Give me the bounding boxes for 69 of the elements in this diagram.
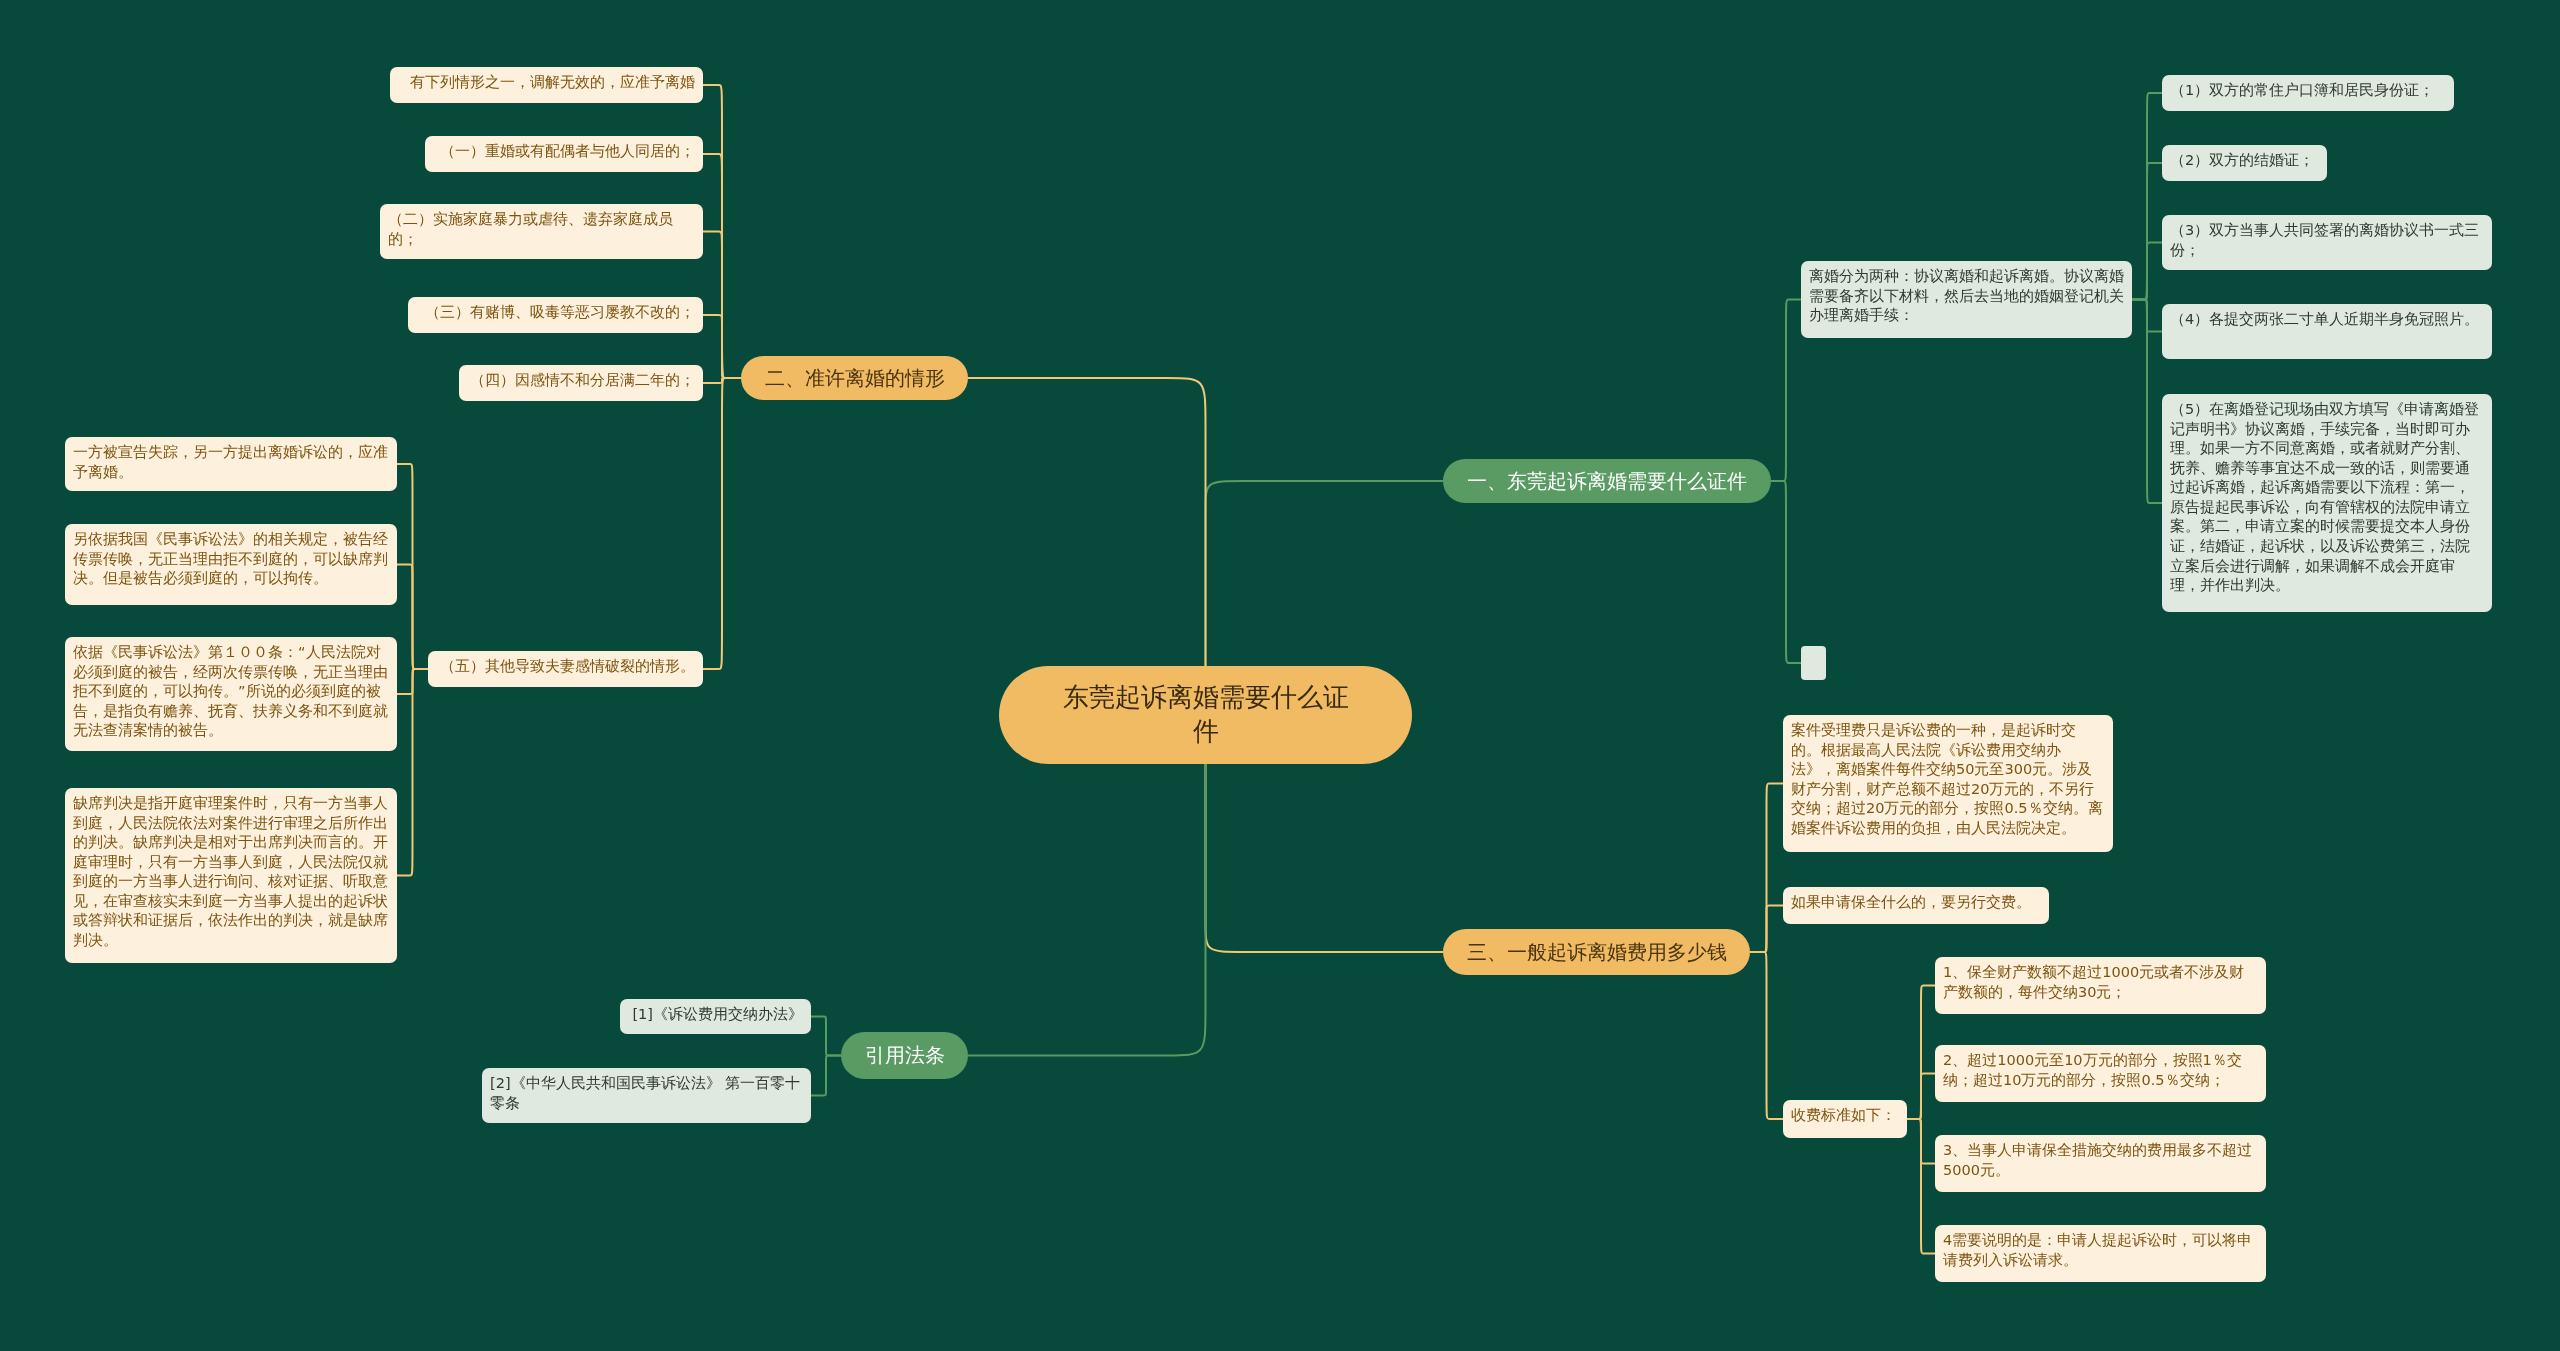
- topic-card: [459, 365, 703, 401]
- topic-text: （三）有赌博、吸毒等恶习屡教不改的；: [425, 304, 695, 320]
- topic-text: （四）因感情不和分居满二年的；: [470, 372, 695, 388]
- topic-text: 案件受理费只是诉讼费的一种，是起诉时交的。根据最高人民法院《诉讼费用交纳办法》，离婚案件每件交纳50元至300元。涉及财产分割，财产总额不超过20万元的，不另行交纳；超过20万元的部分，按照0.5％交纳。离婚案件诉讼费用的负担，由人民法院决定。: [1791, 722, 2103, 836]
- branch-topic: [1443, 929, 1750, 975]
- topic-card: [620, 999, 811, 1034]
- topic-card: [482, 1068, 811, 1123]
- topic-text: （5）在离婚登记现场由双方填写《申请离婚登记声明书》协议离婚，手续完备，当时即可办理。如果一方不同意离婚，或者就财产分割、抚养、赡养等事宜达不成一致的话，则需要通过起诉离婚，起诉离婚需要以下流程：第一，原告提起民事诉讼，向有管辖权的法院申请立案。第二，申请立案的时候需要提交本人身份证，结婚证，起诉状，以及诉讼费第三，法院立案后会进行调解，如果调解不成会开庭审理，并作出判决。: [2170, 401, 2480, 594]
- topic-card: [2162, 394, 2492, 612]
- topic-text: 另依据我国《民事诉讼法》的相关规定，被告经传票传唤，无正当理由拒不到庭的，可以缺席判决。但是被告必须到庭的，可以拘传。: [73, 531, 388, 587]
- empty-topic-card: [1801, 646, 1826, 680]
- topic-card: [2162, 145, 2327, 181]
- topic-text: （五）其他导致夫妻感情破裂的情形。: [440, 658, 695, 674]
- topic-text: 3、当事人申请保全措施交纳的费用最多不超过5000元。: [1943, 1142, 2253, 1178]
- topic-card: [1783, 1100, 1907, 1138]
- branch-topic: [741, 356, 968, 400]
- connector-line: [1906, 1118, 1936, 1255]
- connector-line: [810, 1054, 842, 1097]
- topic-text: （二）实施家庭暴力或虐待、遗弃家庭成员的；: [388, 211, 673, 247]
- topic-card: [65, 637, 397, 751]
- topic-text: 三、一般起诉离婚费用多少钱: [1466, 938, 1727, 966]
- topic-text: 1、保全财产数额不超过1000元或者不涉及财产数额的，每件交纳30元；: [1943, 964, 2245, 1000]
- topic-card: [65, 524, 397, 605]
- topic-card: [65, 437, 397, 491]
- topic-text: （2）双方的结婚证；: [2170, 152, 2315, 168]
- topic-text: 一方被宣告失踪，另一方提出离婚诉讼的，应准予离婚。: [73, 444, 388, 480]
- connector-line: [967, 377, 1207, 667]
- topic-card: [1783, 887, 2049, 924]
- topic-text: 如果申请保全什么的，要另行交费。: [1791, 894, 2031, 910]
- topic-text: 一、东莞起诉离婚需要什么证件: [1467, 467, 1747, 495]
- topic-card: [65, 788, 397, 963]
- topic-card: [2162, 75, 2454, 111]
- connector-line: [967, 763, 1207, 1057]
- topic-text: 依据《民事诉讼法》第１００条：“人民法院对必须到庭的被告，经两次传票传唤，无正当理由拒不到庭的，可以拘传。”所说的必须到庭的被告，是指负有赡养、抚育、扶养义务和不到庭就无法查清案情的被告。: [73, 644, 388, 739]
- topic-card: [1935, 1225, 2266, 1282]
- topic-text: 引用法条: [864, 1042, 945, 1069]
- topic-text: 二、准许离婚的情形: [764, 364, 945, 392]
- topic-card: [1801, 261, 2132, 338]
- topic-text: 4需要说明的是：申请人提起诉讼时，可以将申请费列入诉讼请求。: [1943, 1232, 2253, 1268]
- connector-line: [1770, 480, 1802, 664]
- branch-topic: [1443, 459, 1771, 503]
- topic-text: （4）各提交两张二寸单人近期半身免冠照片。: [2170, 311, 2480, 327]
- topic-text: [2]《中华人民共和国民事诉讼法》 第一百零十零条: [490, 1075, 801, 1111]
- connector-line: [396, 668, 429, 877]
- topic-text: 离婚分为两种：协议离婚和起诉离婚。协议离婚需要备齐以下材料，然后去当地的婚姻登记机关办理离婚手续：: [1809, 268, 2124, 324]
- connector-line: [702, 377, 742, 670]
- connector-line: [2131, 298, 2163, 504]
- topic-text: 有下列情形之一，调解无效的，应准予离婚: [410, 74, 695, 90]
- topic-card: [2162, 215, 2492, 270]
- connector-line: [1749, 951, 1784, 1120]
- topic-card: [1783, 715, 2113, 852]
- topic-text: 2、超过1000元至10万元的部分，按照1％交纳；超过10万元的部分，按照0.5％交纳；: [1943, 1052, 2242, 1088]
- topic-text: （一）重婚或有配偶者与他人同居的；: [440, 143, 695, 159]
- topic-text: （3）双方当事人共同签署的离婚协议书一式三份；: [2170, 222, 2480, 258]
- topic-card: [390, 67, 703, 103]
- topic-card: [1935, 1045, 2266, 1102]
- topic-card: [428, 651, 703, 687]
- branch-topic: [841, 1032, 968, 1079]
- topic-card: [1935, 957, 2266, 1014]
- topic-card: [2162, 304, 2492, 359]
- topic-card: [380, 204, 703, 259]
- topic-text: 收费标准如下：: [1791, 1107, 1896, 1123]
- topic-card: [1935, 1135, 2266, 1192]
- topic-card: [408, 297, 703, 333]
- topic-text: [1]《诉讼费用交纳办法》: [632, 1006, 803, 1022]
- topic-text: 缺席判决是指开庭审理案件时，只有一方当事人到庭，人民法院依法对案件进行审理之后所作出的判决。缺席判决是相对于出席判决而言的。开庭审理时，只有一方当事人到庭，人民法院仅就到庭的一方当事人进行询问、核对证据、听取意见，在审查核实未到庭一方当事人提出的起诉状或答辩状和证据后，依法作出的判决，就是缺席判决。: [73, 795, 388, 948]
- topic-text: （1）双方的常住户口簿和居民身份证；: [2170, 82, 2435, 98]
- topic-card: [425, 136, 703, 172]
- topic-text: 东莞起诉离婚需要什么证件: [1061, 681, 1350, 748]
